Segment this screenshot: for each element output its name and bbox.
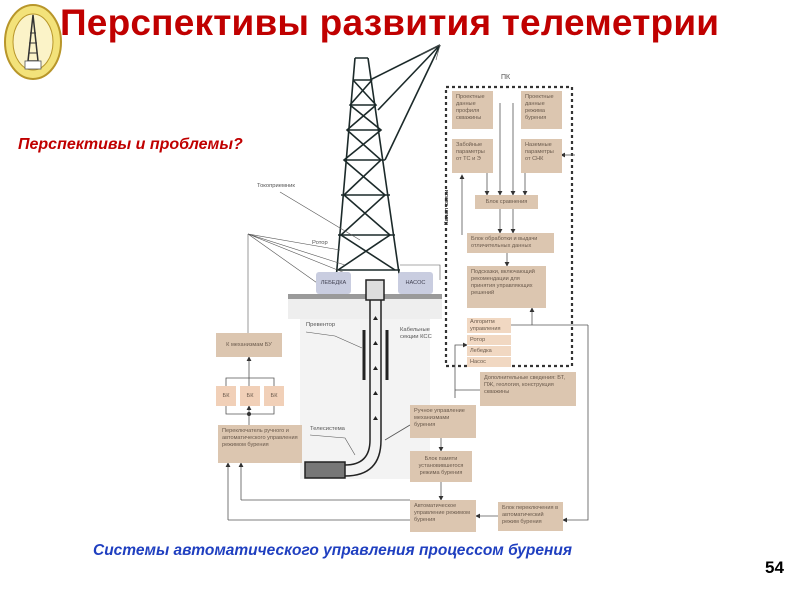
pump-box: НАСОС [398,272,433,294]
drilling-rig-drawing [335,44,441,281]
box-switch-auto: Блок переключения в автоматический режим… [498,502,563,531]
box-memory: Блок памяти установившегося режима бурен… [410,451,472,482]
slide-subtitle: Перспективы и проблемы? [18,136,243,153]
label-cable-sections: Кабельные секции КСС [400,327,432,340]
label-current-collector: Токоприемник [257,183,295,189]
algorithm-item: Алгоритм управления [467,318,511,334]
box-design-mode: Проектные данные режима бурения [521,91,562,129]
department-logo [3,3,63,81]
box-manual: Ручное управление механизмами бурения [410,405,476,438]
label-telesystem: Телесистема [310,426,345,432]
page-number: 54 [765,558,784,577]
box-to-mechanisms: К механизмам БУ [216,333,282,357]
box-downhole-params: Забойные параметры от ТС и Э [452,139,493,173]
box-additional: Дополнительные сведения: БТ, ПЖ, геологи… [480,372,576,406]
algorithm-item: Насос [467,357,511,368]
box-hints: Подсказки, включающий рекомендации для п… [467,266,546,308]
algorithm-item: Лебедка [467,346,511,357]
winch-box: ЛЕБЕДКА [316,272,351,294]
well-drawing [304,279,389,479]
box-comparison: Блок сравнения [475,195,538,209]
box-processing: Блок обработки и выдачи отличительных да… [467,233,554,253]
slide-title: Перспективы развития телеметрии [60,2,720,43]
box-auto: Автоматическое управление режимом бурени… [410,500,476,532]
slide-caption: Системы автоматического управления проце… [93,542,572,559]
channel-label: Канал связи [444,189,450,225]
box-bk: БК [264,386,284,406]
label-preventer: Превентор [306,322,336,328]
box-bk: БК [216,386,236,406]
box-surface-params: Наземные параметры от СНК [521,139,562,173]
pk-label: ПК [501,74,511,81]
box-switch-manual-auto: Переключатель ручного и автоматического … [218,425,302,463]
box-bk: БК [240,386,260,406]
label-rotor: Ротор [312,240,328,246]
algorithm-item: Ротор [467,335,511,346]
box-design-profile: Проектные данные профиля скважины [452,91,493,129]
